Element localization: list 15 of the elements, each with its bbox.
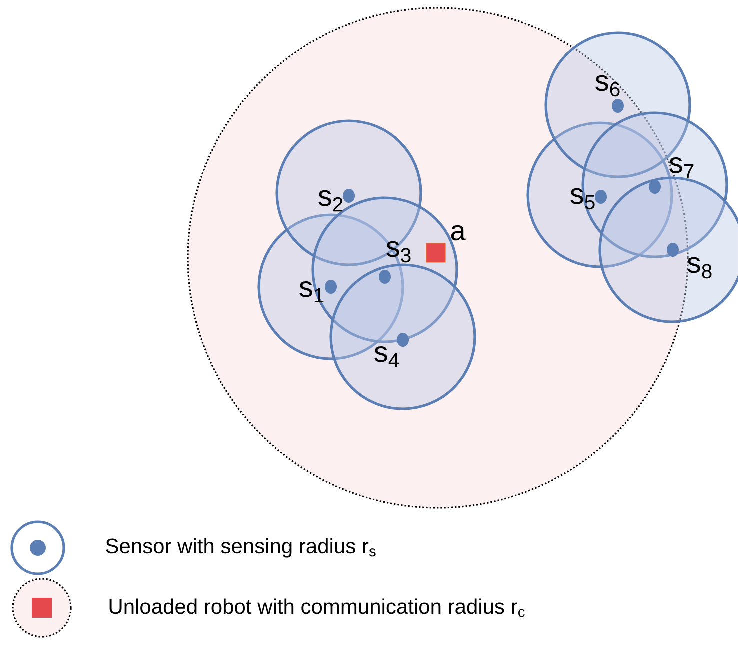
sensing-circle [330, 264, 476, 410]
legend-text: Unloaded robot with communication radius r$_{c}$ [110, 598, 525, 618]
sensor: s$_{6}$ [596, 75, 624, 113]
node-label: a [451, 225, 466, 241]
sensor: s$_{2}$ [318, 189, 355, 212]
sensor: s$_{1}$ [300, 280, 337, 302]
sensor: s$_{7}$ [649, 158, 694, 194]
sensing-circle [582, 112, 728, 258]
sensor: s$_{5}$ [570, 188, 607, 210]
sensing-circle [598, 176, 738, 324]
legend-text: Sensor with sensing radius r$_{s}$ [106, 538, 376, 558]
sensor: s$_{4}$ [374, 333, 409, 368]
sensor: s$_{3}$ [379, 241, 411, 284]
sensor: s$_{8}$ [667, 243, 712, 279]
robot: a [426, 225, 466, 263]
